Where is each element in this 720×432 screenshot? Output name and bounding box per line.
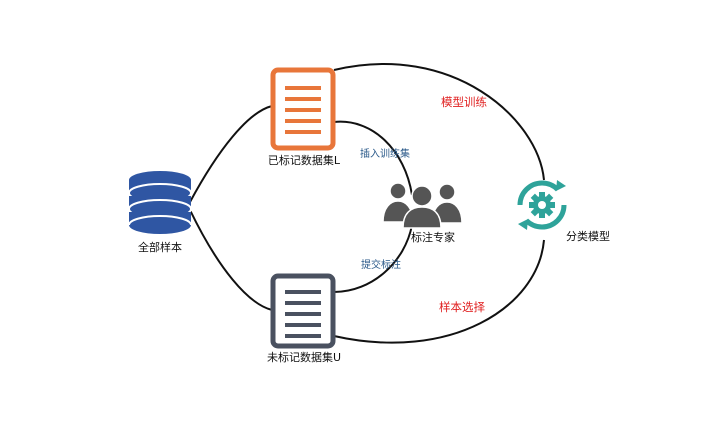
labeled-set-label: 已标记数据集L bbox=[268, 153, 341, 167]
connector-lines bbox=[189, 63, 545, 344]
people-icon bbox=[382, 182, 463, 229]
all-samples-node: 全部样本 bbox=[128, 171, 192, 254]
outer-loop bbox=[333, 63, 545, 344]
link-all-to-unlabeled bbox=[189, 209, 273, 311]
edge-label-submit-label: 提交标注 bbox=[361, 258, 401, 271]
classifier-node: 分类模型 bbox=[517, 180, 610, 243]
unlabeled-set-label: 未标记数据集U bbox=[267, 350, 341, 364]
database-icon bbox=[128, 171, 192, 235]
experts-label: 标注专家 bbox=[411, 230, 455, 244]
link-all-to-labeled bbox=[189, 105, 273, 203]
inner-loop bbox=[333, 120, 413, 293]
labeled-set-node: 已标记数据集L bbox=[268, 67, 341, 167]
edge-label-insert-training: 插入训练集 bbox=[360, 147, 410, 160]
classifier-label: 分类模型 bbox=[566, 229, 610, 243]
document-icon bbox=[270, 273, 336, 349]
experts-node: 标注专家 bbox=[382, 182, 463, 244]
gear-cycle-icon bbox=[517, 180, 567, 230]
document-icon bbox=[270, 67, 336, 151]
edge-label-model-training: 模型训练 bbox=[441, 95, 487, 109]
edge-label-sample-selection: 样本选择 bbox=[439, 300, 485, 314]
unlabeled-set-node: 未标记数据集U bbox=[267, 273, 341, 364]
all-samples-label: 全部样本 bbox=[138, 240, 182, 254]
